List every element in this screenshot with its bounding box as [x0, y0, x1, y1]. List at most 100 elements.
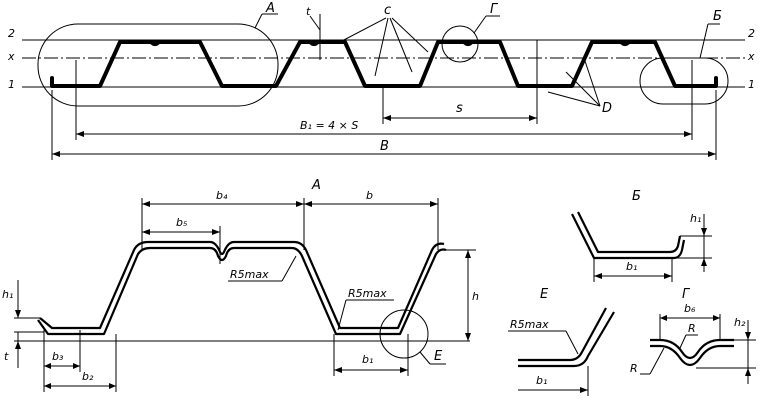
callout-g-label: Г	[490, 2, 499, 17]
callout-g-leader	[473, 15, 487, 34]
detail-g-r-top-label: R	[688, 322, 696, 335]
detail-a-view: А b₄ b b₅ R5max R5max	[2, 178, 479, 392]
arrowhead	[430, 201, 438, 207]
line-label-left-x: x	[7, 50, 15, 63]
h-label: h	[472, 290, 479, 303]
leader-d	[565, 71, 601, 107]
callout-a-leader	[254, 13, 263, 29]
line-label-right-1: 1	[748, 78, 755, 91]
b-label: b	[366, 189, 373, 202]
arrowhead	[594, 273, 602, 279]
profile-outline	[50, 40, 718, 88]
r5max-top-label: R5max	[230, 268, 269, 281]
arrowhead	[142, 201, 150, 207]
detail-g-h2-label: h₂	[734, 316, 746, 329]
label-d: D	[602, 101, 612, 116]
arrowhead	[109, 383, 116, 389]
thickness-leader	[309, 15, 321, 31]
arrowhead	[296, 201, 304, 207]
r5max-leader	[337, 299, 347, 331]
detail-b-sheet-inner	[577, 211, 682, 254]
detail-e-sheet-inner	[518, 307, 607, 362]
line-label-right-x: x	[747, 50, 755, 63]
leader-d	[583, 57, 601, 107]
label-s: s	[456, 101, 463, 116]
callout-g-circle	[441, 25, 479, 63]
detail-a-sheet-outer	[37, 246, 447, 336]
r-leader	[679, 334, 687, 349]
leader-c	[374, 17, 389, 77]
leader-c	[391, 17, 429, 53]
arrowhead	[52, 151, 60, 157]
arrowhead	[76, 131, 84, 137]
b5-label: b₅	[176, 216, 187, 229]
line-label-right-2: 2	[748, 27, 755, 40]
arrowhead	[684, 131, 692, 137]
r5max-leader	[281, 255, 297, 282]
arrowhead	[745, 368, 751, 376]
r5max-leader	[565, 330, 579, 355]
callout-b-outline	[639, 57, 729, 105]
callout-b-label: Б	[713, 9, 722, 24]
detail-g-r-side-label: R	[630, 362, 638, 375]
arrowhead	[400, 367, 408, 373]
t-label: t	[4, 350, 9, 363]
leader-c	[389, 17, 413, 73]
detail-e-r5max-label: R5max	[510, 318, 549, 331]
arrowhead	[383, 115, 391, 121]
arrowhead	[529, 115, 537, 121]
label-c: c	[384, 3, 391, 18]
detail-g-sheet-inner	[650, 338, 734, 360]
arrowhead	[580, 387, 588, 393]
detail-b-view: Б h₁ b₁	[571, 189, 712, 282]
detail-b-h1-label: h₁	[690, 212, 701, 225]
leader-d	[547, 91, 601, 107]
callout-e-circle	[379, 309, 429, 359]
stiffener-notch	[308, 41, 320, 47]
callout-a-label: А	[265, 1, 275, 16]
b4-label: b₄	[216, 189, 228, 202]
arrowhead	[142, 229, 150, 235]
arrowhead	[15, 341, 21, 349]
label-b: B	[380, 139, 389, 154]
detail-g-title: Г	[682, 287, 691, 302]
callout-e-leader	[419, 351, 431, 365]
arrowhead	[465, 250, 471, 258]
callout-b-leader	[699, 23, 709, 59]
detail-a-title: А	[311, 178, 321, 193]
arrowhead	[44, 383, 51, 389]
callout-e-label: Е	[434, 349, 443, 364]
arrowhead	[708, 151, 716, 157]
detail-e-b1-label: b₁	[536, 374, 547, 387]
arrowhead	[713, 315, 720, 321]
line-label-left-1: 1	[8, 78, 15, 91]
h1-label: h₁	[2, 288, 13, 301]
label-b1: B₁ = 4 × S	[300, 119, 358, 132]
arrowhead	[465, 333, 471, 341]
detail-e-title: Е	[540, 287, 549, 302]
detail-b-title: Б	[632, 189, 641, 204]
b2-label: b₂	[82, 370, 94, 383]
detail-g-b6-label: b₆	[684, 302, 696, 315]
stiffener-notch	[149, 41, 161, 47]
thickness-label: t	[306, 5, 311, 18]
arrowhead	[44, 363, 51, 369]
arrowhead	[701, 228, 707, 236]
top-profile-view: А Б Г t c D s	[7, 1, 755, 160]
r-leader	[649, 347, 665, 375]
r5max-bottom-label: R5max	[348, 287, 387, 300]
detail-a-sheet-inner	[39, 240, 445, 330]
stiffener-notch	[462, 41, 474, 47]
stiffener-notch	[619, 41, 631, 47]
detail-g-view: Г b₆ R R h₂	[630, 287, 756, 384]
detail-b-b1-label: b₁	[626, 260, 637, 273]
arrowhead	[304, 201, 312, 207]
leader-c	[339, 17, 387, 43]
b1-label: b₁	[362, 353, 373, 366]
b3-label: b₃	[52, 350, 64, 363]
line-label-left-2: 2	[8, 27, 15, 40]
arrowhead	[212, 229, 220, 235]
arrowhead	[664, 273, 672, 279]
arrowhead	[334, 367, 342, 373]
